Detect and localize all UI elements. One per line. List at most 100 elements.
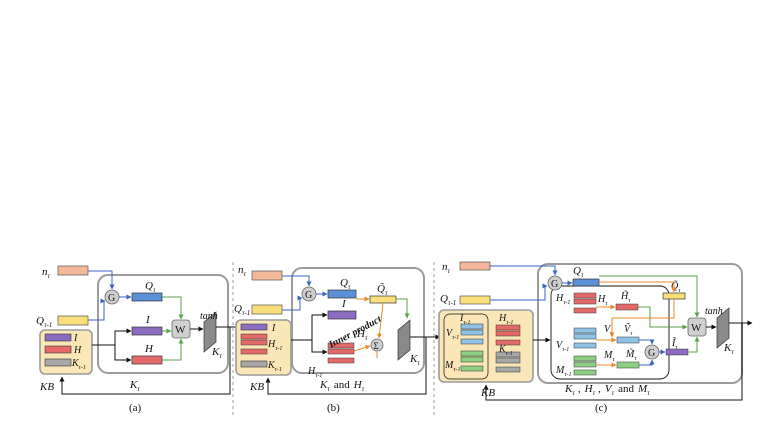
tanh-label: tanh [200, 311, 218, 322]
kb-h-label: Hτ-1 [267, 339, 282, 352]
q-tau-label: Qτ [145, 280, 156, 294]
vtilde-to-g2-line [639, 339, 655, 345]
panel-c: nτ Qτ-1 G Qτ Hτ-1 Hτ H̃τ Q̃τ Vτ-1 Vτ Ṽτ [438, 261, 753, 414]
k-tau-slab [397, 319, 411, 361]
i-label: I [341, 298, 347, 310]
q-tilde-label: Q̃τ [377, 282, 388, 297]
kb-to-ih-line [92, 328, 132, 346]
n-to-g-line [490, 265, 558, 276]
i-block [327, 310, 357, 320]
q-tau-block [572, 278, 600, 287]
q-prev-block [459, 295, 491, 305]
n-tau-label: nτ [238, 264, 247, 278]
feedback-label: Kτ [129, 379, 140, 393]
h-prev-label: Hτ-1 [307, 366, 322, 379]
kb-m-label: Mτ-1 [444, 360, 461, 373]
i-tilde-label: Ĩτ [671, 337, 678, 351]
k-tau-slab [203, 311, 217, 353]
v-prev-block-2 [573, 333, 597, 340]
kb-k-block-1 [495, 351, 521, 358]
panel-a: nτ Qτ-1 G Qτ I H W tanh Kτ [36, 265, 245, 414]
kb-k-label: Kτ-1 [498, 344, 513, 357]
h-prev-block-3 [327, 357, 355, 364]
m-tilde-block [616, 361, 640, 369]
kb-i-label: I [73, 333, 78, 344]
h-prev-block-3 [573, 307, 597, 314]
q-tilde-block [369, 295, 397, 304]
caption-c: (c) [595, 402, 608, 414]
n-to-g-line [282, 275, 312, 287]
n-tau-label: nτ [42, 266, 51, 280]
kb-to-h-line [114, 345, 132, 363]
n-tau-block [459, 261, 491, 271]
kb-label: KB [249, 381, 264, 393]
kb-k-block [240, 360, 268, 368]
i-block [131, 326, 163, 336]
m-prev-block-3 [573, 369, 597, 376]
h-prev-label: Hτ-1 [555, 293, 570, 306]
h-label: H [144, 343, 154, 355]
q-prev-label: Qτ-1 [36, 315, 52, 329]
kb-k-label: Kτ-1 [71, 358, 86, 371]
i-label: I [145, 314, 151, 326]
h-prev-block-2 [327, 348, 355, 355]
kb-i-block [44, 333, 72, 342]
w-label: W [175, 324, 186, 336]
hstack-to-sigma-line [353, 344, 371, 352]
kb-label: KB [39, 381, 54, 393]
v-prev-block-3 [573, 342, 597, 349]
q-tilde-label: Q̃τ [671, 279, 681, 294]
kb-k-block-3 [495, 366, 521, 373]
m-prev-block-2 [573, 361, 597, 368]
kb-m-block-1 [460, 350, 484, 357]
kb-label: KB [480, 387, 495, 399]
kb-v-label: Vτ-1 [446, 328, 459, 341]
v-prev-label: Vτ-1 [556, 340, 569, 353]
qt-to-w-line [162, 296, 184, 320]
kb-v-block-1 [460, 323, 484, 330]
q-tau-block [327, 289, 357, 299]
h-prev-block-1 [573, 292, 597, 299]
kb-to-i-line [291, 312, 328, 341]
m-tau-label: Mτ [603, 350, 615, 363]
h-tilde-label: H̃τ [620, 289, 631, 304]
n-tau-label: nτ [442, 261, 451, 275]
kb-h-block-3 [495, 339, 521, 346]
feedback-line [59, 327, 231, 395]
kb-i-block [240, 323, 268, 331]
g2-gate-label: G [648, 348, 655, 359]
kb-v-block-3 [460, 338, 484, 345]
q-prev-block [57, 315, 89, 326]
q-tau-block [131, 292, 163, 302]
kb-k-block [44, 358, 72, 367]
kb-h-block-1 [495, 324, 521, 331]
h-block [131, 355, 163, 365]
kb-left-column [443, 313, 489, 380]
kb-m-block-3 [460, 365, 484, 372]
kb-h-block-2 [495, 330, 521, 337]
h-prev-block-2 [573, 298, 597, 305]
kb-v-block-2 [460, 329, 484, 336]
m-tilde-label: M̃τ [625, 347, 637, 362]
k-tau-slab [716, 307, 730, 349]
q-tilde-block [662, 292, 686, 300]
v-tilde-label: Ṽτ [624, 323, 633, 337]
panel-b: nτ Qτ-1 G Qτ Q̃τ I Hτ-1 Inner product Σ … [234, 264, 441, 414]
panel-a-main-box [97, 274, 229, 374]
kb-k-label: Kτ-1 [267, 360, 282, 373]
k-tau-label: Kτ [211, 346, 222, 360]
q-prev-label: Qτ-1 [440, 293, 456, 307]
caption-b: (b) [327, 402, 340, 414]
kb-h-block-3 [240, 348, 268, 355]
q-tau-label: Qτ [340, 277, 351, 291]
m-prev-label: Mτ-1 [555, 365, 572, 378]
mtilde-to-g2-line [639, 359, 655, 366]
w-label: W [691, 322, 702, 334]
htilde-to-w-line [638, 306, 688, 330]
v-tilde-block [616, 336, 640, 344]
h-prev-block-1 [327, 342, 355, 349]
q-prev-block [251, 304, 283, 315]
caption-a: (a) [129, 402, 142, 414]
